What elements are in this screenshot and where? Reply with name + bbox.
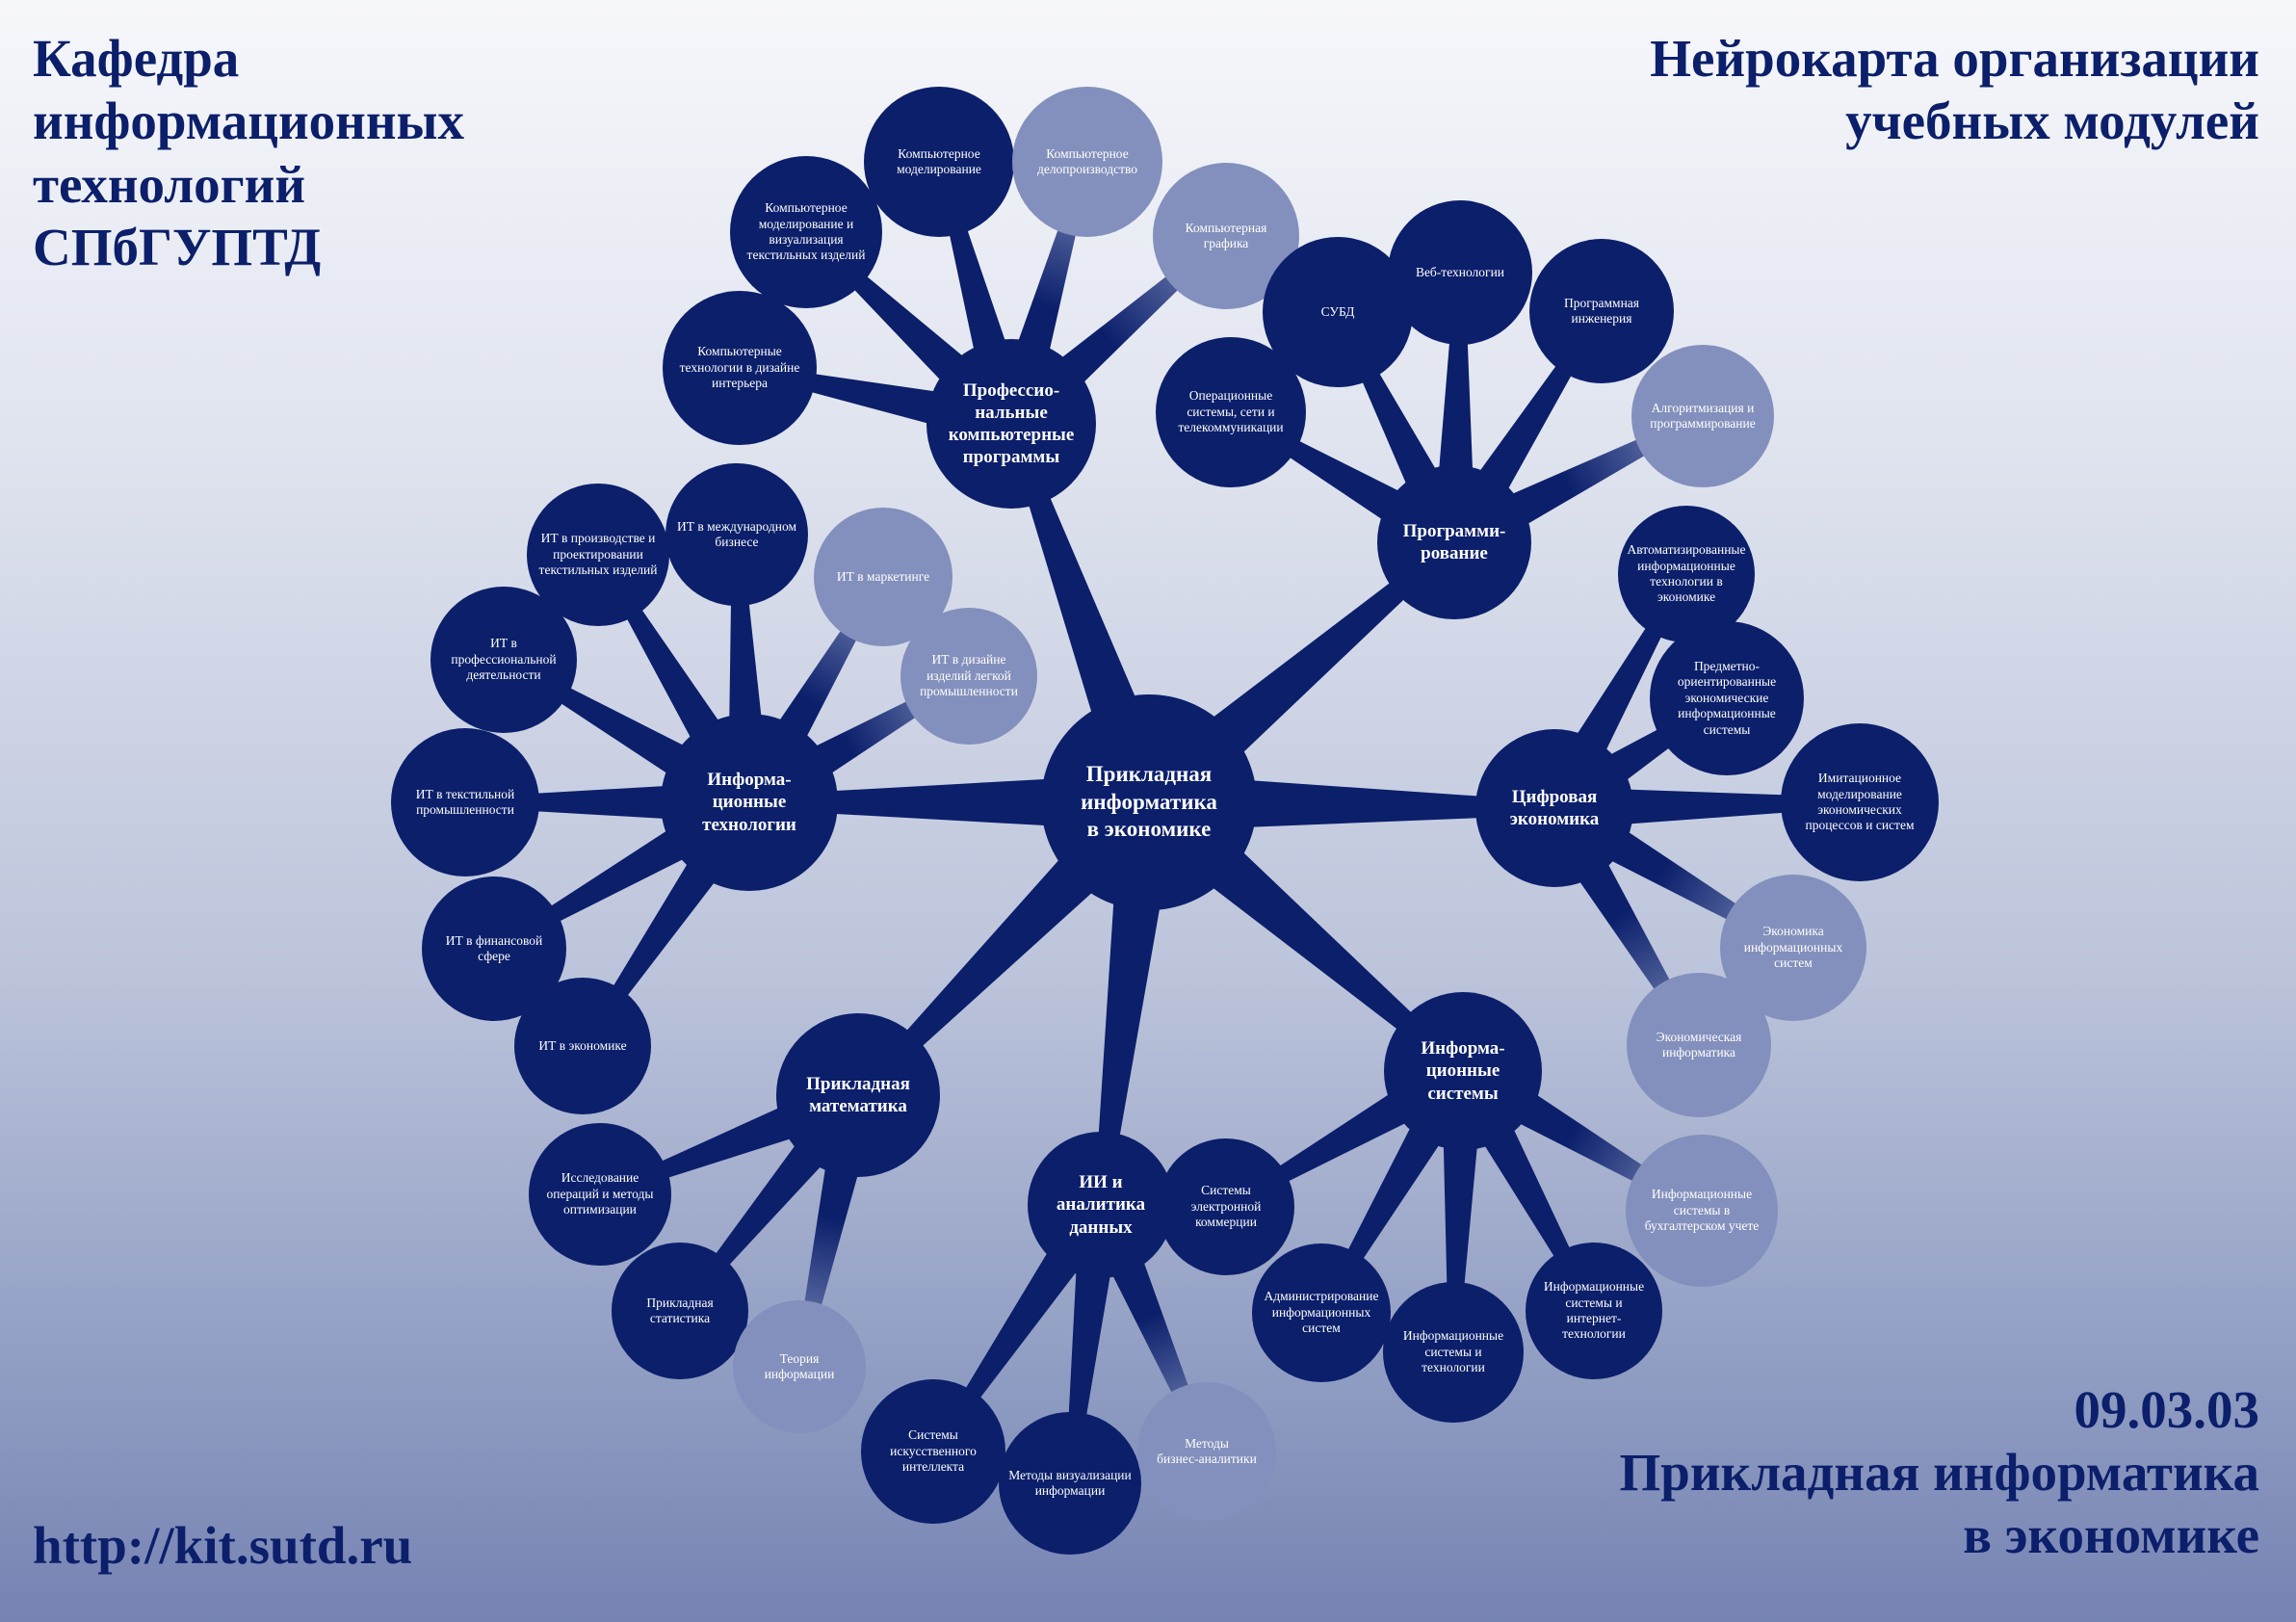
branch-node-prof-label: Профессио- нальные компьютерные программ…	[948, 379, 1075, 468]
program-name-line: Прикладная информатика	[1619, 1442, 2259, 1502]
leaf-node-prof-label: Компьютерное моделирование и визуализаци…	[746, 200, 866, 263]
branch-node-it: Информа- ционные технологии	[661, 714, 838, 891]
leaf-node-prof: Компьютерные технологии в дизайне интерь…	[663, 291, 817, 445]
leaf-node-math-label: Прикладная статистика	[646, 1295, 714, 1325]
leaf-node-digital: Предметно- ориентированные экономические…	[1650, 621, 1804, 775]
branch-node-prog-label: Программи- рование	[1402, 520, 1506, 563]
program-name-line: в экономике	[1963, 1504, 2259, 1564]
leaf-node-ai-label: Методы визуализации информации	[1008, 1467, 1132, 1498]
center-node: Прикладная информатика в экономике	[1041, 694, 1257, 910]
leaf-node-digital-label: Экономика информационных систем	[1743, 924, 1843, 971]
leaf-node-is-label: Информационные системы и технологии	[1402, 1328, 1504, 1375]
leaf-node-prog: Веб-технологии	[1388, 200, 1532, 345]
leaf-node-ai: Методы бизнес-аналитики	[1137, 1382, 1276, 1521]
branch-node-prof: Профессио- нальные компьютерные программ…	[926, 339, 1096, 509]
map-title-line: Нейрокарта организации	[1650, 29, 2259, 88]
leaf-node-prof: Компьютерное моделирование	[864, 87, 1014, 237]
map-title-line: учебных модулей	[1845, 92, 2259, 151]
leaf-node-it-label: ИТ в экономике	[538, 1037, 627, 1053]
leaf-node-is: Информационные системы и интернет-технол…	[1526, 1243, 1662, 1379]
leaf-node-prog-label: Операционные системы, сети и телекоммуни…	[1178, 388, 1284, 435]
branch-node-digital: Цифровая экономика	[1475, 729, 1633, 887]
branch-node-is: Информа- ционные системы	[1384, 992, 1542, 1150]
leaf-node-prof: Компьютерное моделирование и визуализаци…	[730, 156, 882, 308]
leaf-node-prog: Программная инженерия	[1529, 239, 1674, 383]
leaf-node-it: ИТ в производстве и проектировании текст…	[527, 484, 669, 626]
leaf-node-math: Исследование операций и методы оптимизац…	[529, 1123, 671, 1266]
leaf-node-it: ИТ в дизайне изделий легкой промышленнос…	[900, 608, 1037, 745]
leaf-node-ai-label: Системы искусственного интеллекта	[890, 1427, 977, 1475]
leaf-node-digital-label: Автоматизированные информационные технол…	[1627, 542, 1746, 605]
leaf-node-is: Администрирование информационных систем	[1252, 1243, 1391, 1382]
leaf-node-is-label: Информационные системы и интернет-технол…	[1543, 1279, 1645, 1342]
leaf-node-digital-label: Предметно- ориентированные экономические…	[1677, 658, 1777, 737]
leaf-node-ai: Системы искусственного интеллекта	[861, 1379, 1005, 1524]
leaf-node-digital: Имитационное моделирование экономических…	[1781, 723, 1939, 881]
leaf-node-it: ИТ в экономике	[514, 978, 651, 1114]
leaf-node-it-label: ИТ в международном бизнесе	[676, 518, 797, 549]
leaf-node-prof-label: Компьютерная графика	[1185, 220, 1267, 250]
department-title: Кафедра информационных технологий СПбГУП…	[33, 27, 611, 279]
branch-node-ai-label: ИИ и аналитика данных	[1056, 1172, 1146, 1238]
leaf-node-prof-label: Компьютерное моделирование	[897, 145, 981, 176]
map-title: Нейрокарта организации учебных модулей	[1650, 27, 2259, 153]
branch-node-is-label: Информа- ционные системы	[1421, 1038, 1505, 1104]
site-url-link[interactable]: http://kit.sutd.ru	[33, 1516, 413, 1575]
leaf-node-it-label: ИТ в производстве и проектировании текст…	[538, 531, 658, 578]
branch-node-prog: Программи- рование	[1377, 465, 1531, 619]
leaf-node-is-label: Системы электронной коммерции	[1190, 1183, 1262, 1230]
leaf-node-math-label: Исследование операций и методы оптимизац…	[546, 1170, 654, 1217]
department-line: Кафедра	[33, 29, 240, 88]
leaf-node-is: Системы электронной коммерции	[1158, 1138, 1294, 1275]
center-node-label: Прикладная информатика в экономике	[1081, 761, 1217, 842]
leaf-node-it: ИТ в международном бизнесе	[665, 463, 808, 606]
leaf-node-prog-label: Алгоритмизация и программирование	[1650, 400, 1756, 431]
leaf-node-prog-label: Программная инженерия	[1563, 295, 1640, 326]
program-code: 09.03.03	[2074, 1380, 2260, 1439]
leaf-node-it: ИТ в профессиональной деятельности	[430, 587, 577, 733]
leaf-node-math: Прикладная статистика	[612, 1243, 748, 1379]
leaf-node-digital-label: Имитационное моделирование экономических…	[1805, 771, 1915, 833]
leaf-node-it: ИТ в маркетинге	[814, 508, 952, 646]
leaf-node-is-label: Информационные системы в бухгалтерском у…	[1644, 1187, 1760, 1234]
leaf-node-is: Информационные системы в бухгалтерском у…	[1626, 1135, 1778, 1287]
leaf-node-it-label: ИТ в профессиональной деятельности	[451, 636, 557, 683]
leaf-node-ai: Методы визуализации информации	[999, 1412, 1141, 1555]
leaf-node-is: Информационные системы и технологии	[1383, 1282, 1524, 1423]
branch-node-math-label: Прикладная математика	[806, 1073, 910, 1116]
leaf-node-math-label: Теория информации	[764, 1350, 835, 1381]
leaf-node-it-label: ИТ в текстильной промышленности	[415, 786, 515, 817]
branch-node-it-label: Информа- ционные технологии	[702, 770, 796, 835]
branch-node-ai: ИИ и аналитика данных	[1028, 1132, 1174, 1278]
leaf-node-prof-label: Компьютерные технологии в дизайне интерь…	[679, 344, 800, 391]
department-line: СПбГУПТД	[33, 218, 322, 277]
leaf-node-it-label: ИТ в финансовой сфере	[445, 932, 543, 963]
leaf-node-math: Теория информации	[733, 1300, 866, 1433]
leaf-node-prof: Компьютерное делопроизводство	[1012, 87, 1162, 237]
leaf-node-digital: Экономическая информатика	[1627, 973, 1771, 1117]
department-line: информационных	[33, 92, 464, 151]
leaf-node-digital-label: Экономическая информатика	[1656, 1029, 1742, 1060]
leaf-node-prog-label: Веб-технологии	[1415, 264, 1505, 279]
department-line: технологий	[33, 154, 306, 214]
leaf-node-it: ИТ в текстильной промышленности	[391, 728, 539, 876]
leaf-node-prof-label: Компьютерное делопроизводство	[1036, 145, 1138, 176]
leaf-node-prog-label: СУБД	[1320, 303, 1355, 319]
leaf-node-it-label: ИТ в дизайне изделий легкой промышленнос…	[920, 652, 1018, 699]
leaf-node-is-label: Администрирование информационных систем	[1264, 1289, 1379, 1336]
leaf-node-ai-label: Методы бизнес-аналитики	[1157, 1435, 1257, 1466]
leaf-node-prog: Алгоритмизация и программирование	[1631, 345, 1774, 487]
branch-node-digital-label: Цифровая экономика	[1509, 786, 1600, 829]
leaf-node-digital: Автоматизированные информационные технол…	[1618, 506, 1755, 642]
leaf-node-it-label: ИТ в маркетинге	[836, 568, 930, 584]
branch-node-math: Прикладная математика	[776, 1013, 940, 1177]
program-block: 09.03.03 Прикладная информатика в эконом…	[1619, 1379, 2259, 1567]
